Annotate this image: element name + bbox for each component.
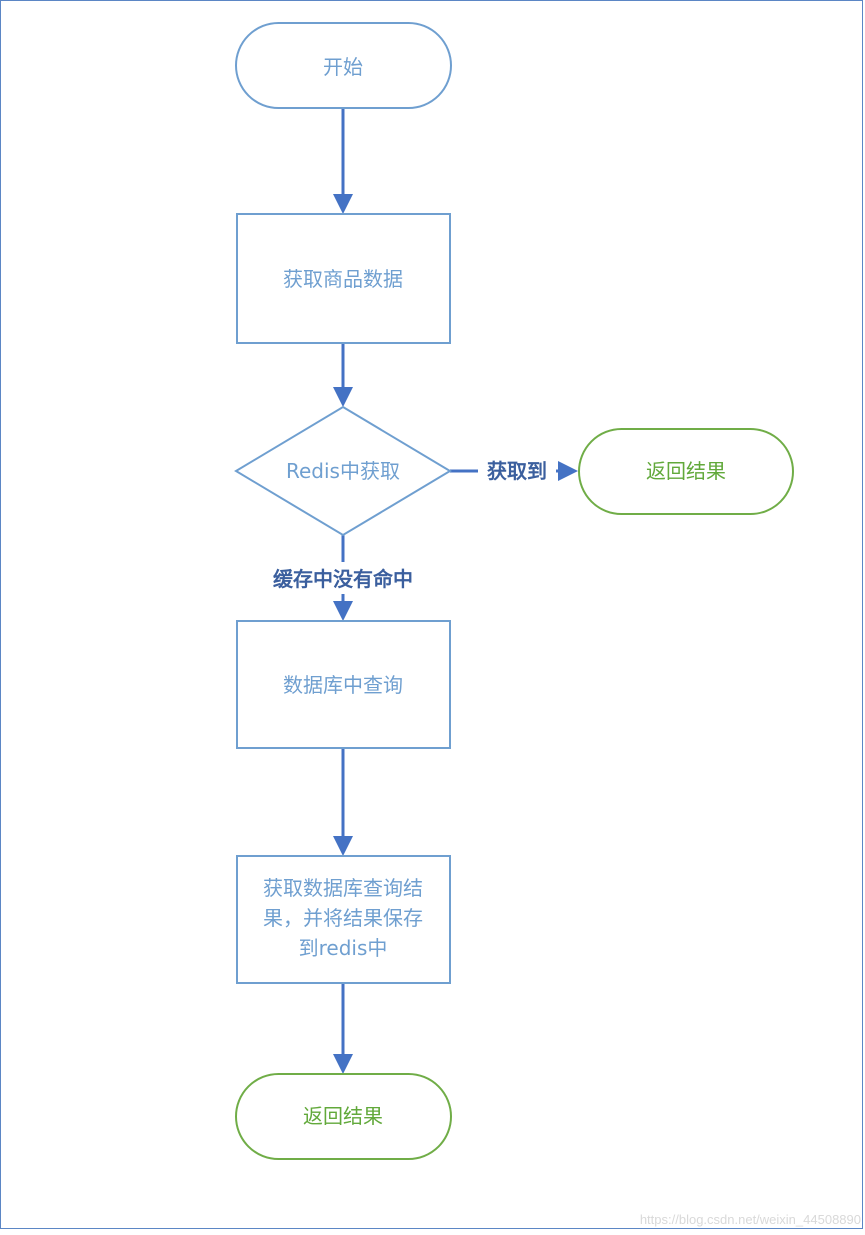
- hit-edge-label: 获取到: [487, 459, 547, 483]
- arrowhead-get-product-to-redis: [333, 387, 353, 407]
- db-query-node: [236, 620, 451, 749]
- return-result-right-node: [578, 428, 794, 515]
- arrowhead-to-save: [333, 836, 353, 856]
- start-node: [235, 22, 452, 109]
- save-result-node: [236, 855, 451, 984]
- save-result-node-line-2: 果，并将结果保存: [263, 906, 423, 930]
- miss-edge-label: 缓存中没有命中: [273, 567, 413, 591]
- watermark: https://blog.csdn.net/weixin_44508890: [639, 1212, 861, 1227]
- arrowhead-to-return-right: [558, 461, 578, 481]
- redis-decision-node-label: Redis中获取: [286, 459, 400, 483]
- arrowhead-to-db-query: [333, 601, 353, 621]
- redis-decision-node: [234, 405, 452, 537]
- return-result-bottom-node-label: 返回结果: [303, 1104, 383, 1128]
- get-product-node-label: 获取商品数据: [283, 267, 403, 291]
- arrowhead-start-to-get-product: [333, 194, 353, 214]
- arrowhead-to-return-bottom: [333, 1054, 353, 1074]
- db-query-node-label: 数据库中查询: [283, 673, 403, 697]
- return-result-bottom-node: [235, 1073, 452, 1160]
- save-result-node-line-3: 到redis中: [299, 936, 388, 960]
- return-result-right-node-label: 返回结果: [646, 459, 726, 483]
- get-product-node: [236, 213, 451, 344]
- start-node-label: 开始: [323, 55, 363, 79]
- save-result-node-line-1: 获取数据库查询结: [263, 876, 423, 900]
